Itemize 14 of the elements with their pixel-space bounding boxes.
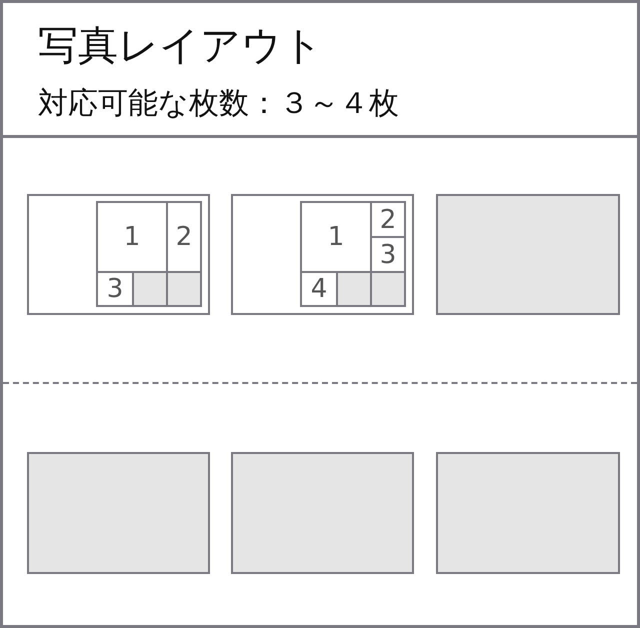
photo-slot: 3 <box>96 271 134 307</box>
photo-frame <box>27 194 210 315</box>
subtitle: 対応可能な枚数：３～４枚 <box>38 85 399 123</box>
empty-slot <box>231 452 414 574</box>
photo-slot: 1 <box>96 201 168 273</box>
photo-slot: 2 <box>166 201 202 273</box>
photo-slot: 2 <box>370 201 406 238</box>
photo-frame <box>231 194 414 315</box>
photo-slot: 4 <box>300 271 338 307</box>
empty-slot <box>27 452 210 574</box>
title: 写真レイアウト <box>38 22 323 71</box>
empty-slot <box>436 452 620 574</box>
photo-slot: 1 <box>300 201 372 273</box>
empty-slot <box>436 194 620 315</box>
